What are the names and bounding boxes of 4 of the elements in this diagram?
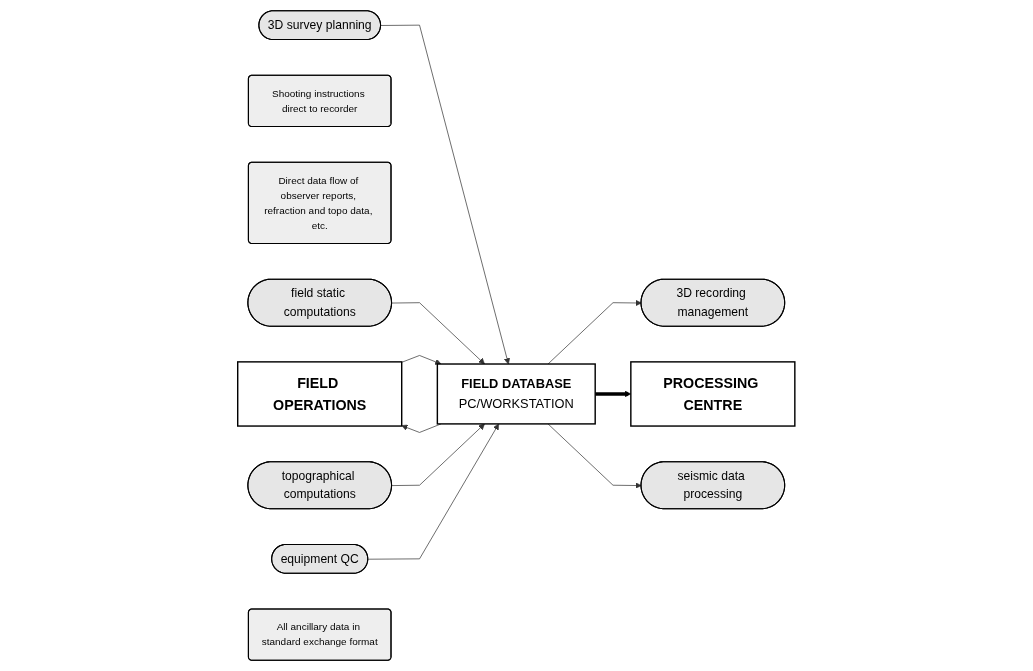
node-box: PROCESSING CENTRE: [630, 361, 796, 427]
node-box: FIELD OPERATIONS: [237, 361, 403, 427]
arrow: [595, 390, 632, 398]
node-box: FIELD DATABASE PC/WORKSTATION: [436, 363, 597, 425]
